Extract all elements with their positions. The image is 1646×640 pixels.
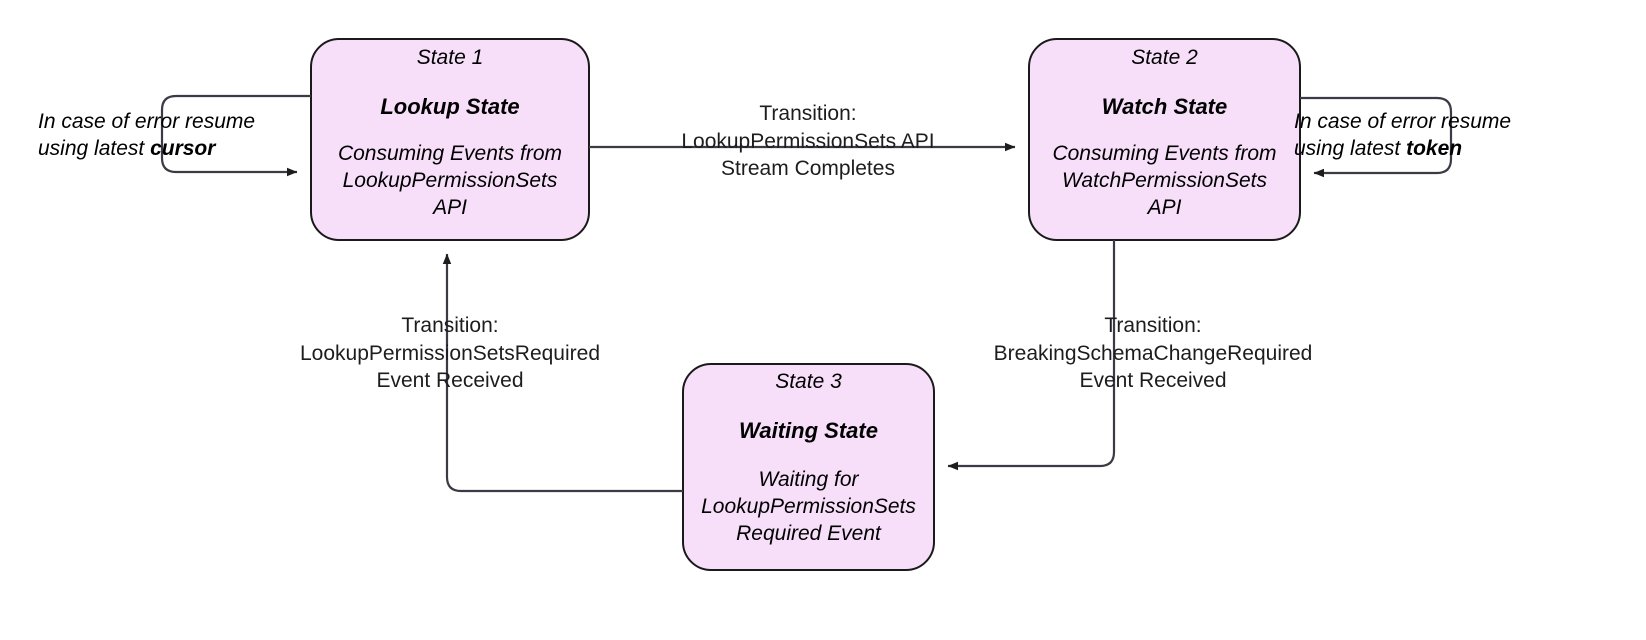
state-box-state1[interactable] <box>310 38 590 241</box>
state-box-state3[interactable] <box>682 363 935 571</box>
edge-state3-to-state1 <box>442 253 683 493</box>
edge-state2-self-loop <box>1300 96 1453 178</box>
edge-state2-to-state3 <box>947 240 1116 471</box>
state-box-state2[interactable] <box>1028 38 1301 241</box>
edge-state1-self-loop <box>160 94 311 177</box>
